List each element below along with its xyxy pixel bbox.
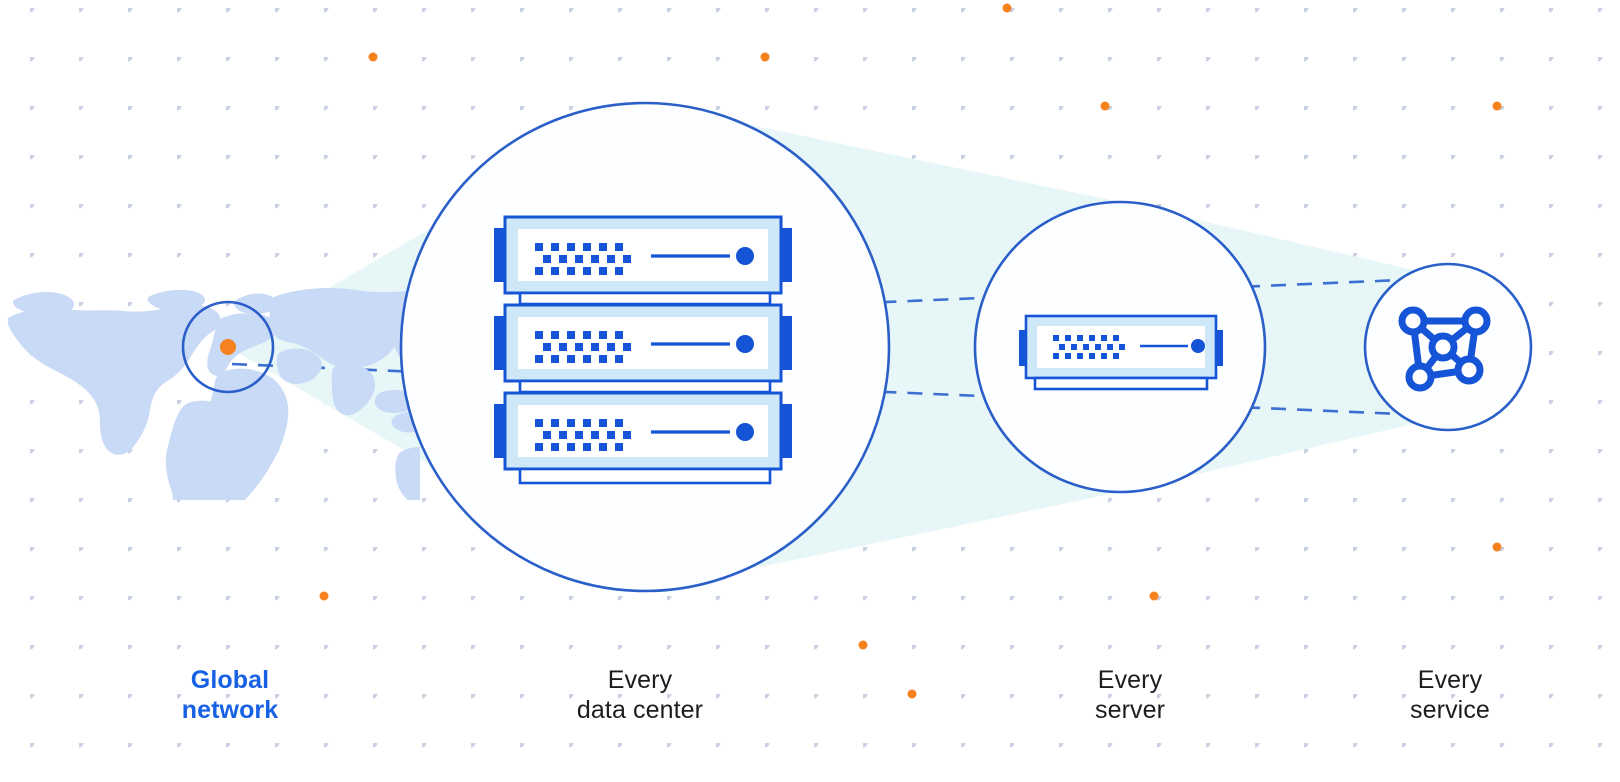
stage-global-network (181, 300, 275, 394)
network-mesh-icon (1398, 306, 1491, 392)
stage-label-global-network: Global network (181, 666, 279, 724)
stage-label-service: Every service (1410, 666, 1490, 724)
highlight-dot (858, 640, 868, 650)
stage-server (973, 200, 1267, 494)
vent-dots (535, 419, 631, 451)
rack-base (518, 467, 772, 485)
network-location-marker (220, 339, 236, 355)
stage-service (1363, 262, 1533, 432)
highlight-dot (1492, 101, 1502, 111)
highlight-dot (368, 52, 378, 62)
highlight-dot (319, 591, 329, 601)
stage-label-server: Every server (1094, 666, 1166, 724)
highlighted-grid-dots (319, 3, 1502, 699)
vent-dots (535, 331, 631, 363)
vent-dots (1053, 335, 1125, 359)
server-unit-icon (1019, 314, 1223, 391)
highlight-dot (1100, 101, 1110, 111)
highlight-dot (1002, 3, 1012, 13)
world-map-icon (7, 288, 420, 500)
highlight-dot (907, 689, 917, 699)
highlight-dot (760, 52, 770, 62)
server-rack-icon (494, 215, 792, 485)
server-base (1033, 376, 1209, 391)
stage-data-center (399, 101, 891, 593)
map-zoom-circle (181, 300, 275, 394)
rack-unit (494, 215, 792, 295)
rack-unit (494, 303, 792, 383)
highlight-dot (1149, 591, 1159, 601)
stage-label-data-center: Every data center (576, 666, 704, 724)
rack-unit (494, 391, 792, 471)
vent-dots (535, 243, 631, 275)
highlight-dot (1492, 542, 1502, 552)
